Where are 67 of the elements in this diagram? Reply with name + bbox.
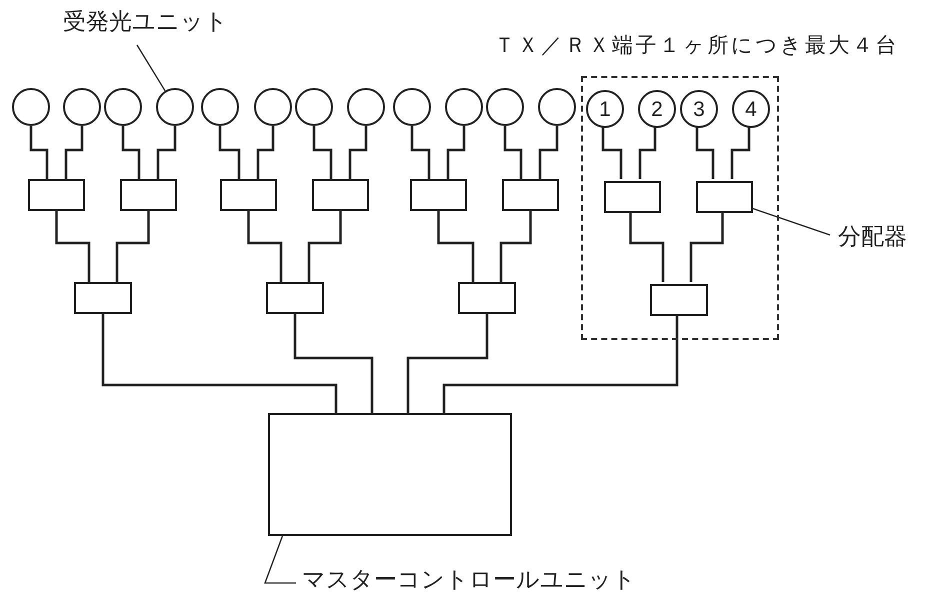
connection-wire — [30, 126, 48, 179]
unit-number: 4 — [745, 98, 757, 120]
connection-wire — [312, 126, 332, 179]
unit-circle — [680, 90, 718, 128]
connection-wire — [500, 211, 532, 282]
distributor-box — [120, 179, 177, 211]
connection-wire — [294, 314, 374, 413]
distributor-box — [410, 179, 467, 211]
distributor-box — [220, 179, 277, 211]
distributor-box — [266, 282, 324, 314]
distributor-box — [696, 181, 753, 213]
distributor-box — [502, 179, 559, 211]
unit-circle — [486, 88, 524, 126]
unit-circle — [201, 88, 239, 126]
connection-wire — [629, 211, 664, 282]
callout-label: 受発光ユニット — [63, 9, 228, 37]
connection-wire — [55, 211, 90, 282]
connection-wire — [308, 211, 342, 282]
leader-line — [136, 44, 166, 92]
connection-wire — [538, 126, 558, 179]
distributor-box — [28, 179, 85, 211]
unit-circle — [638, 90, 676, 128]
group-heading: ＴＸ／ＲＸ端子１ヶ所につき最大４台 — [494, 32, 900, 59]
unit-circle — [393, 88, 431, 126]
connection-wire — [504, 126, 522, 179]
unit-circle — [156, 88, 194, 126]
unit-number: 1 — [599, 98, 611, 120]
connection-wire — [348, 126, 368, 179]
connection-wire — [122, 126, 140, 179]
distributor-box — [458, 282, 516, 314]
unit-circle — [538, 88, 576, 126]
unit-number: 2 — [651, 98, 663, 120]
master-control-box — [268, 413, 512, 536]
connection-wire — [690, 211, 724, 282]
connection-wire — [638, 126, 656, 179]
unit-circle — [254, 88, 292, 126]
connection-wire — [102, 314, 338, 413]
unit-circle — [586, 90, 624, 128]
unit-circle — [63, 88, 101, 126]
unit-circle — [445, 88, 483, 126]
distributor-box — [312, 179, 369, 211]
distributor-box — [604, 181, 661, 213]
connection-wire — [247, 211, 282, 282]
unit-circle — [104, 88, 142, 126]
connection-wire — [730, 126, 750, 179]
connection-wire — [256, 126, 274, 179]
unit-circle — [12, 88, 50, 126]
unit-circle — [732, 90, 770, 128]
connection-wire — [696, 126, 714, 179]
connection-wire — [116, 211, 150, 282]
unit-circle — [295, 88, 333, 126]
connection-wire — [410, 126, 430, 179]
connection-wire — [437, 211, 474, 282]
callout-label: マスターコントロールユニット — [302, 567, 636, 592]
distributor-box — [74, 282, 132, 314]
unit-number: 3 — [693, 98, 705, 120]
leader-line — [264, 536, 296, 584]
connection-wire — [602, 126, 622, 179]
distributor-box — [650, 284, 708, 316]
callout-label: 分配器 — [838, 224, 907, 252]
connection-wire — [156, 126, 176, 179]
unit-circle — [347, 88, 385, 126]
connection-wire — [64, 126, 84, 179]
connection-wire — [218, 126, 240, 179]
connection-wire — [446, 126, 466, 179]
connection-wire — [406, 314, 488, 413]
connection-wire — [442, 314, 678, 413]
